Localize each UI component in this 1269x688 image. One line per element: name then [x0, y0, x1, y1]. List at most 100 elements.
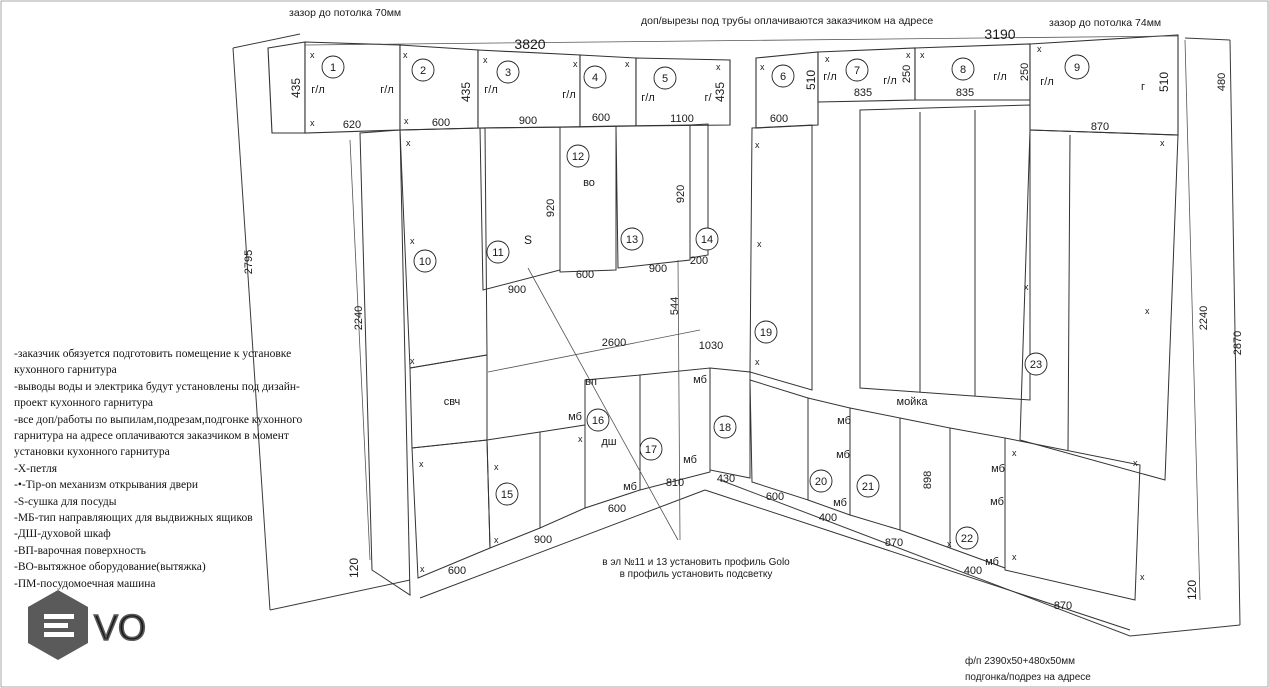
svg-text:x: x — [410, 356, 415, 366]
module-21: 21 — [862, 481, 874, 493]
gl-1-left: г/л — [311, 84, 325, 96]
mb-b: мб — [683, 454, 697, 466]
h-920-13: 920 — [675, 185, 687, 203]
dim-2870: 2870 — [1232, 331, 1244, 355]
profile-note: в эл №11 и 13 установить профиль Golo в … — [602, 556, 790, 580]
legend-line: -S-сушка для посуды — [14, 495, 117, 508]
legend-line: -выводы воды и электрика будут установле… — [14, 380, 300, 410]
svg-text:x: x — [1012, 448, 1017, 458]
svg-text:x: x — [825, 54, 830, 64]
logo-text: VO — [94, 607, 146, 648]
svg-text:x: x — [1037, 44, 1042, 54]
legend-line: -ПМ-посудомоечная машина — [14, 577, 156, 590]
note-gap-left: зазор до потолка 70мм — [289, 7, 401, 19]
mb-21: мб — [991, 463, 1005, 475]
h-435-3: 435 — [459, 82, 473, 102]
svg-text:x: x — [578, 434, 583, 444]
w-900-15: 900 — [534, 534, 552, 546]
mark-vo: во — [583, 177, 595, 189]
w-900-13: 900 — [649, 263, 667, 275]
module-3: 3 — [505, 67, 511, 79]
legend-line: -все доп/работы по выпилам,подрезам,подг… — [14, 413, 303, 459]
svg-text:x: x — [494, 462, 499, 472]
mark-dsh: дш — [601, 436, 616, 448]
w-835-8: 835 — [956, 87, 974, 99]
top-notes: зазор до потолка 70мм доп/вырезы под тру… — [289, 7, 1161, 29]
mb-d: мб — [836, 449, 850, 461]
legend-line: -•-Tip-on механизм открывания двери — [14, 479, 198, 492]
module-19: 19 — [760, 327, 772, 339]
h-898: 898 — [922, 471, 934, 489]
dim-120-left: 120 — [347, 558, 361, 578]
svg-text:x: x — [1133, 458, 1138, 468]
gl-3-right: г/л — [562, 89, 576, 101]
legend-line: -ДШ-духовой шкаф — [14, 528, 111, 541]
h-435-1: 435 — [289, 78, 303, 98]
module-11: 11 — [492, 247, 503, 259]
w-1100: 1100 — [670, 113, 694, 125]
lower-cabinets — [409, 354, 1141, 631]
dim-2795: 2795 — [243, 250, 255, 274]
module-16: 16 — [592, 415, 604, 427]
w-900-3: 900 — [519, 115, 537, 127]
w-600-2: 600 — [432, 117, 450, 129]
w-600-mid: 600 — [608, 503, 626, 515]
mb-20: мб — [833, 497, 847, 509]
w-870-9: 870 — [1091, 121, 1109, 133]
svg-text:x: x — [760, 62, 765, 72]
svg-text:x: x — [573, 59, 578, 69]
h-250-8: 250 — [1019, 63, 1031, 81]
svg-text:x: x — [757, 239, 762, 249]
svg-text:x: x — [410, 236, 415, 246]
svg-text:x: x — [406, 138, 411, 148]
module-8: 8 — [960, 64, 966, 76]
svg-text:x: x — [1140, 572, 1145, 582]
note-gap-right: зазор до потолка 74мм — [1049, 17, 1161, 29]
h-544: 544 — [669, 297, 681, 315]
svg-text:x: x — [310, 118, 315, 128]
module-2: 2 — [420, 65, 426, 77]
svg-text:x: x — [404, 116, 409, 126]
w-810: 810 — [666, 477, 684, 489]
h-510-6: 510 — [804, 70, 818, 90]
dim-2240-left: 2240 — [353, 306, 365, 330]
svg-text:x: x — [1145, 306, 1150, 316]
svg-text:x: x — [494, 535, 499, 545]
w-430: 430 — [717, 473, 735, 485]
module-numbers: 1 2 3 4 5 6 7 8 9 10 11 12 13 14 19 23 1… — [330, 62, 1080, 545]
gl-9: г/л — [1040, 76, 1054, 88]
legend-line: -Х-петля — [14, 462, 57, 475]
w-870-a: 870 — [885, 537, 903, 549]
microwave-label: свч — [444, 396, 461, 408]
dim-1030: 1030 — [699, 340, 723, 352]
module-7: 7 — [854, 65, 860, 77]
svg-text:x: x — [947, 539, 952, 549]
h-920-12: 920 — [545, 199, 557, 217]
hob-label: вп — [585, 376, 597, 388]
mb-17: мб — [623, 481, 637, 493]
w-400-b: 400 — [964, 565, 982, 577]
mb-e: мб — [985, 556, 999, 568]
svg-text:x: x — [403, 50, 408, 60]
dim-480: 480 — [1216, 73, 1228, 91]
gl-5-right: г/ — [704, 92, 712, 104]
svg-text:x: x — [755, 357, 760, 367]
overall-dims: 3820 3190 2795 2240 2240 2870 480 120 12… — [243, 26, 1244, 600]
wall-lines — [232, 33, 1241, 637]
svg-text:x: x — [1012, 552, 1017, 562]
legend-line: -ВО-вытяжное оборудование(вытяжка) — [14, 561, 206, 574]
svg-text:x: x — [419, 459, 424, 469]
mark-S: S — [524, 233, 532, 247]
legend-line: -ВП-варочная поверхность — [14, 544, 146, 557]
h-250-7: 250 — [901, 65, 913, 83]
svg-text:x: x — [906, 50, 911, 60]
note-pipes: доп/вырезы под трубы оплачиваются заказч… — [641, 15, 933, 27]
lower-labels: свч вп мойка дш мб мб мб мб мб мб мб мб … — [444, 374, 1072, 612]
mb-22: мб — [990, 496, 1004, 508]
w-600-6: 600 — [770, 113, 788, 125]
sink-label: мойка — [897, 396, 929, 408]
module-20: 20 — [815, 476, 827, 488]
dim-2240-right: 2240 — [1198, 306, 1210, 330]
module-10: 10 — [419, 256, 431, 268]
